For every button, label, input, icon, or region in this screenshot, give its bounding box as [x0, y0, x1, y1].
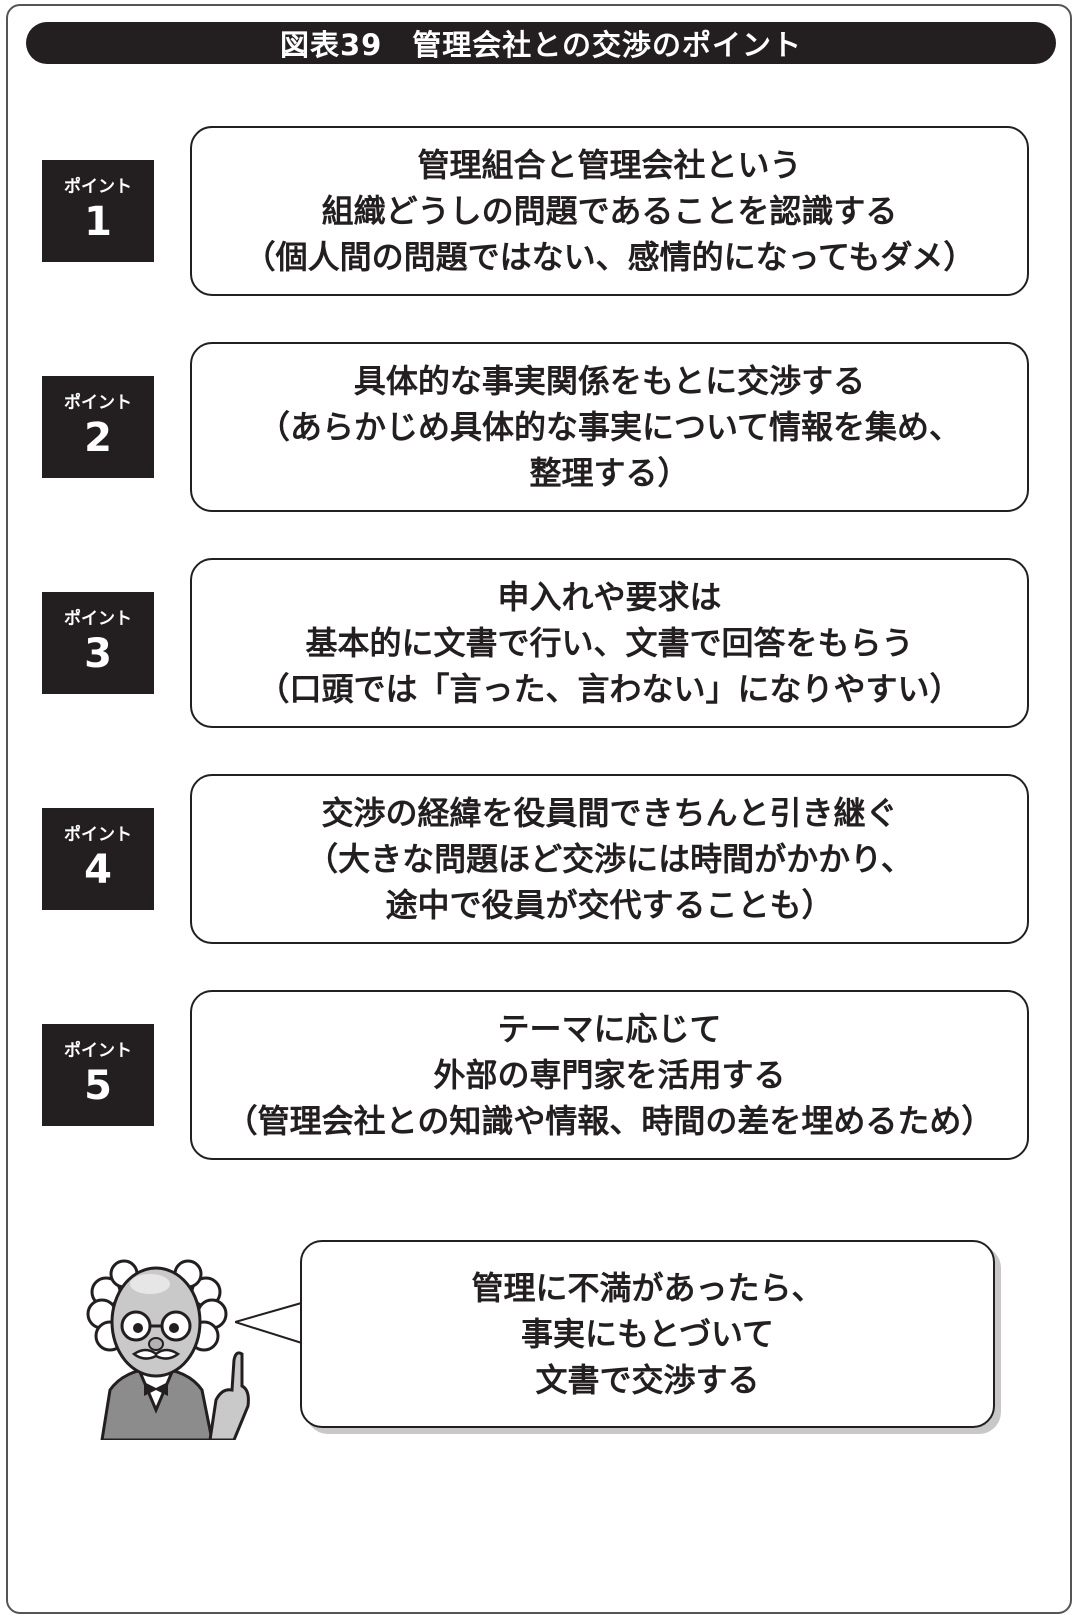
point-badge-label: ポイント: [64, 825, 132, 845]
speech-text-line: 文書で交渉する: [535, 1361, 760, 1399]
speech-bubble-tail: [235, 1300, 307, 1346]
speech-text-line: 管理に不満があったら、: [471, 1269, 824, 1307]
point-text-line: 基本的に文書で行い、文書で回答をもらう: [305, 624, 914, 662]
point-number: 2: [84, 415, 112, 461]
point-text-line: （大きな問題ほど交渉には時間がかかり、: [306, 840, 913, 878]
point-text-line: 外部の専門家を活用する: [433, 1056, 786, 1094]
point-badge-5: ポイント 5: [42, 1024, 154, 1126]
point-text-line: （口頭では「言った、言わない」になりやすい）: [257, 670, 962, 708]
point-text-line: （管理会社との知識や情報、時間の差を埋めるため）: [225, 1102, 994, 1140]
figure-title: 図表39 管理会社との交渉のポイント: [26, 22, 1056, 64]
point-text-line: 交渉の経緯を役員間できちんと引き継ぐ: [321, 794, 898, 832]
point-text-line: 管理組合と管理会社という: [417, 146, 802, 184]
point-badge-label: ポイント: [64, 609, 132, 629]
point-badge-4: ポイント 4: [42, 808, 154, 910]
point-badge-1: ポイント 1: [42, 160, 154, 262]
point-box-5: テーマに応じて 外部の専門家を活用する （管理会社との知識や情報、時間の差を埋め…: [190, 990, 1029, 1160]
point-box-1: 管理組合と管理会社という 組織どうしの問題であることを認識する （個人間の問題で…: [190, 126, 1029, 296]
point-box-3: 申入れや要求は 基本的に文書で行い、文書で回答をもらう （口頭では「言った、言わ…: [190, 558, 1029, 728]
point-text-line: テーマに応じて: [497, 1010, 722, 1048]
point-badge-label: ポイント: [64, 393, 132, 413]
point-box-4: 交渉の経緯を役員間できちんと引き継ぐ （大きな問題ほど交渉には時間がかかり、 途…: [190, 774, 1029, 944]
speech-text-line: 事実にもとづいて: [520, 1315, 775, 1353]
point-badge-3: ポイント 3: [42, 592, 154, 694]
point-text-line: （個人間の問題ではない、感情的になってもダメ）: [243, 238, 976, 276]
point-badge-2: ポイント 2: [42, 376, 154, 478]
point-badge-label: ポイント: [64, 1041, 132, 1061]
point-text-line: 具体的な事実関係をもとに交渉する: [353, 362, 866, 400]
point-number: 1: [84, 199, 112, 245]
point-box-2: 具体的な事実関係をもとに交渉する （あらかじめ具体的な事実について情報を集め、 …: [190, 342, 1029, 512]
point-text-line: 途中で役員が交代することも）: [385, 886, 834, 924]
point-text-line: （あらかじめ具体的な事実について情報を集め、: [257, 408, 962, 446]
speech-bubble: 管理に不満があったら、 事実にもとづいて 文書で交渉する: [300, 1240, 995, 1428]
point-number: 3: [84, 631, 112, 677]
point-text-line: 組織どうしの問題であることを認識する: [321, 192, 898, 230]
point-number: 4: [84, 847, 112, 893]
point-text-line: 整理する）: [529, 454, 690, 492]
point-badge-label: ポイント: [64, 177, 132, 197]
point-number: 5: [84, 1063, 112, 1109]
professor-illustration: [86, 1259, 250, 1440]
point-text-line: 申入れや要求は: [497, 578, 722, 616]
